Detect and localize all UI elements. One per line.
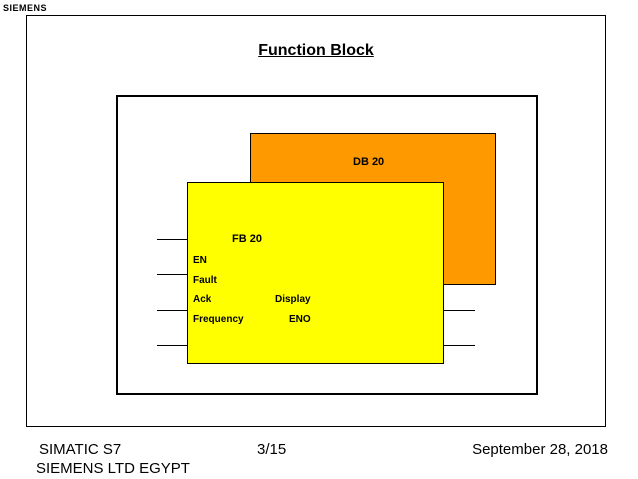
footer-page-number: 3/15 (257, 441, 287, 458)
fb-output-eno: ENO (289, 314, 311, 325)
brand-logo: SIEMENS (3, 3, 48, 13)
fb-label: FB 20 (232, 233, 262, 245)
footer-date: September 28, 2018 (472, 441, 608, 458)
input-wire-fault (157, 274, 187, 275)
db-label: DB 20 (353, 156, 385, 168)
input-wire-en (157, 239, 187, 240)
output-wire-eno (444, 345, 475, 346)
output-wire-display (444, 310, 475, 311)
footer-product: SIMATIC S7 (39, 441, 122, 458)
input-wire-ack (157, 310, 187, 311)
fb-block: FB 20 EN Fault Ack Frequency Display ENO (187, 182, 444, 364)
fb-output-display: Display (275, 294, 311, 305)
input-wire-frequency (157, 345, 187, 346)
slide-title: Function Block (258, 42, 374, 59)
fb-input-ack: Ack (193, 294, 212, 305)
fb-input-frequency: Frequency (193, 314, 244, 325)
fb-input-en: EN (193, 255, 207, 266)
diagram-outer-box (116, 95, 538, 395)
fb-input-fault: Fault (193, 275, 217, 286)
footer-company: SIEMENS LTD EGYPT (36, 460, 190, 477)
slide-frame: Function Block (26, 15, 606, 427)
